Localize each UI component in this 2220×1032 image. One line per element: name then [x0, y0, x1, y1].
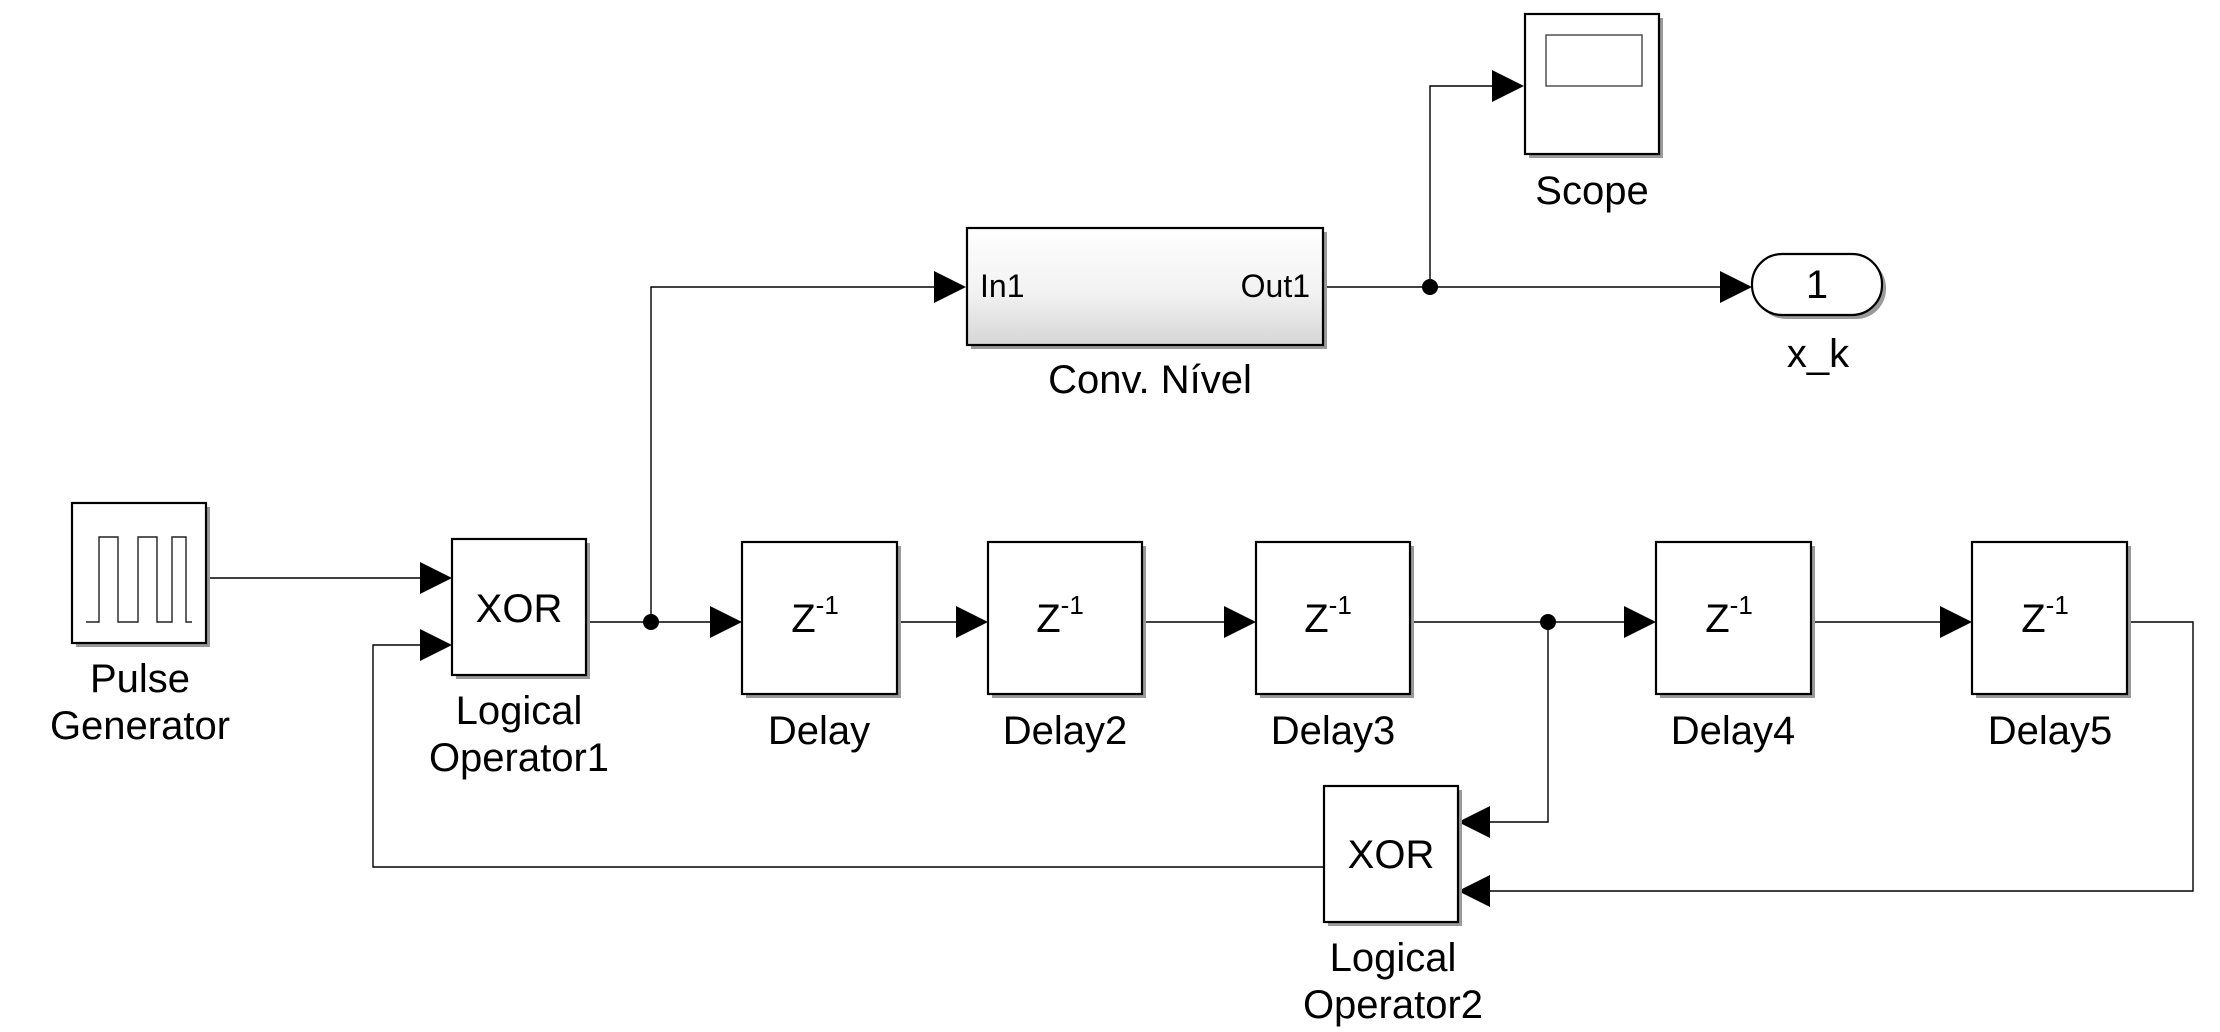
delay5-block[interactable]: Z-1 Delay5: [1970, 540, 2131, 753]
arrow-conv-in: [934, 271, 966, 303]
arrow-xor2-in2: [1458, 875, 1490, 907]
logical-operator1-label-1: Logical: [456, 689, 583, 733]
scope-screen-icon: [1545, 34, 1643, 87]
delay4-label: Delay4: [1671, 709, 1796, 753]
outport-number: 1: [1806, 263, 1828, 307]
signal-branch-to-xor2-in1[interactable]: [1490, 622, 1549, 823]
conv-nivel-out-port-label: Out1: [1241, 268, 1310, 304]
pulse-generator-label-2: Generator: [50, 704, 230, 748]
delay-transfer-fn: Z-1: [791, 590, 839, 641]
arrow-delay-in: [710, 606, 742, 638]
logical-operator1-block[interactable]: XOR Logical Operator1: [429, 537, 609, 780]
delay2-block[interactable]: Z-1 Delay2: [986, 540, 1146, 753]
arrow-delay4-in: [1624, 606, 1656, 638]
signal-branch-to-conv[interactable]: [650, 286, 934, 622]
conv-nivel-body: [965, 226, 1325, 347]
delay3-block[interactable]: Z-1 Delay3: [1254, 540, 1414, 753]
delay5-label: Delay5: [1988, 709, 2113, 753]
logical-operator2-label-2: Operator2: [1303, 983, 1483, 1027]
delay-label: Delay: [768, 709, 870, 753]
branch-point-xor1-out: [643, 614, 659, 630]
logical-operator2-label-1: Logical: [1330, 936, 1457, 980]
signal-delay5-to-xor2-in2[interactable]: [1490, 621, 2194, 892]
arrow-delay2-in: [956, 606, 988, 638]
pulse-wave-icon: [86, 536, 192, 623]
delay4-transfer-fn: Z-1: [1705, 590, 1753, 641]
outport-label: x_k: [1787, 332, 1850, 376]
branch-point-delay3-out: [1540, 614, 1556, 630]
logical-operator2-xor-text: XOR: [1348, 833, 1435, 877]
signal-branch-to-scope[interactable]: [1429, 85, 1492, 287]
arrow-outport-in: [1720, 271, 1752, 303]
conv-nivel-subsystem-block[interactable]: In1 Out1 Conv. Nível: [965, 226, 1327, 402]
arrow-scope-in: [1492, 70, 1524, 102]
pulse-generator-block[interactable]: Pulse Generator: [50, 501, 230, 748]
arrow-xor2-in1: [1458, 806, 1490, 838]
delay3-label: Delay3: [1271, 709, 1396, 753]
delay2-transfer-fn: Z-1: [1036, 590, 1084, 641]
arrow-xor1-in1: [420, 562, 452, 594]
arrow-xor1-in2: [420, 629, 452, 661]
scope-label: Scope: [1535, 169, 1648, 213]
delay4-block[interactable]: Z-1 Delay4: [1654, 540, 1815, 753]
delay5-transfer-fn: Z-1: [2021, 590, 2069, 641]
delay2-label: Delay2: [1003, 709, 1128, 753]
conv-nivel-label: Conv. Nível: [1048, 358, 1252, 402]
arrow-delay5-in: [1940, 606, 1972, 638]
conv-nivel-in-port-label: In1: [980, 268, 1024, 304]
branch-point-conv-out: [1422, 279, 1438, 295]
arrow-delay3-in: [1224, 606, 1256, 638]
logical-operator1-label-2: Operator1: [429, 736, 609, 780]
outport-x-k-block[interactable]: 1 x_k: [1750, 252, 1886, 376]
signal-lines: [210, 85, 2194, 892]
arrowheads: [420, 70, 1972, 907]
signal-xor2-to-xor1-in2[interactable]: [372, 644, 1324, 868]
logical-operator2-block[interactable]: XOR Logical Operator2: [1303, 784, 1483, 1027]
scope-block[interactable]: Scope: [1523, 12, 1663, 213]
delay-block[interactable]: Z-1 Delay: [740, 540, 901, 753]
delay3-transfer-fn: Z-1: [1304, 590, 1352, 641]
pulse-generator-label-1: Pulse: [90, 657, 190, 701]
logical-operator1-xor-text: XOR: [476, 587, 563, 631]
